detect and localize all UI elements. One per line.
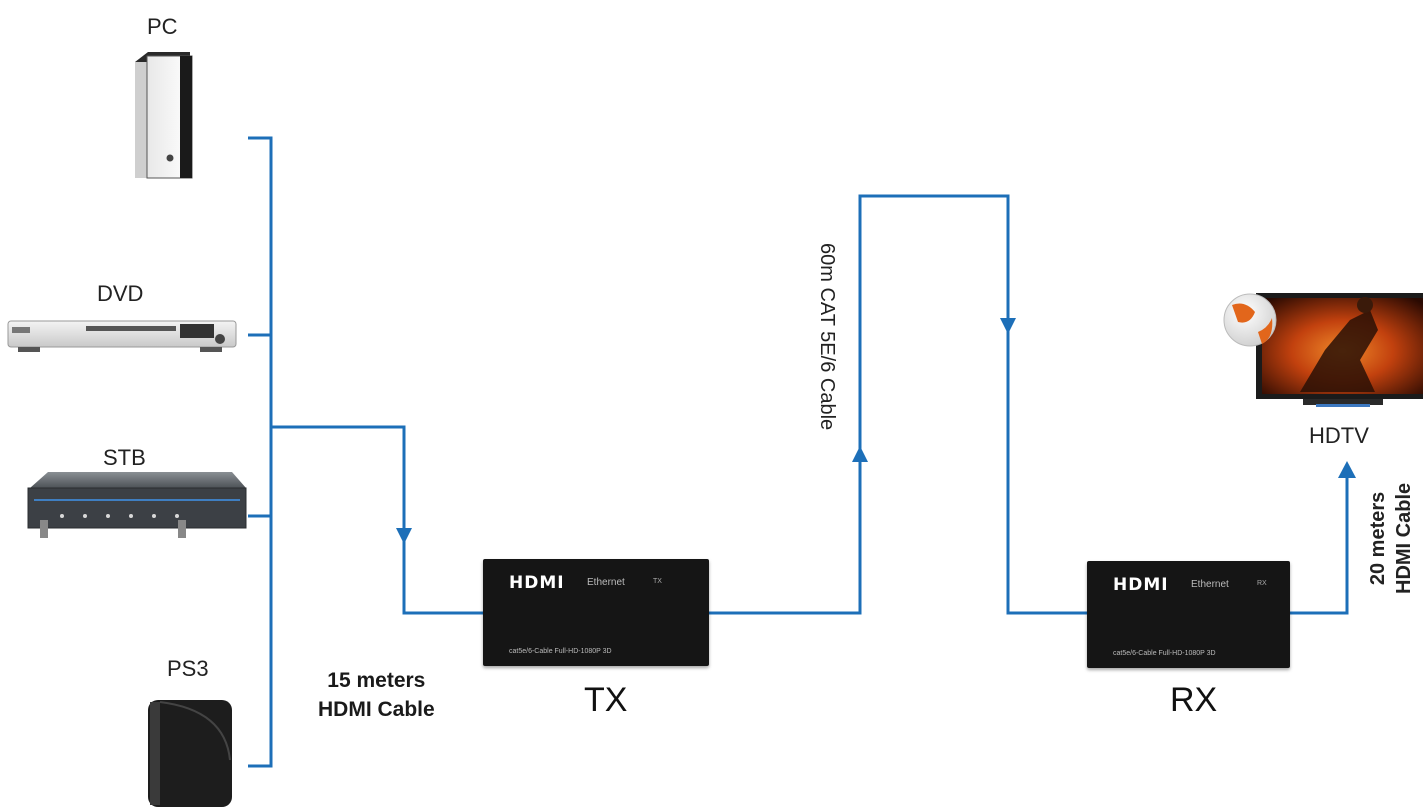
stb-label: STB xyxy=(103,445,146,470)
input-cable-type: HDMI Cable xyxy=(318,698,435,721)
output-hdmi-cable xyxy=(1290,475,1349,615)
rx-ethernet-text: Ethernet xyxy=(1191,579,1229,590)
tx-caption: TX xyxy=(584,681,628,719)
ps3-icon xyxy=(148,700,232,807)
rx-mode-text: RX xyxy=(1257,580,1267,587)
cat-cable-label: 60m CAT 5E/6 Cable xyxy=(816,243,838,431)
input-cable-label: 15 meters HDMI Cable xyxy=(318,666,435,724)
output-cable-length: 20 meters xyxy=(1367,491,1389,586)
arrow-down-input xyxy=(396,528,412,544)
arrow-down-cat xyxy=(1000,318,1016,334)
hdtv-label: HDTV xyxy=(1309,423,1369,448)
arrow-up-cat xyxy=(852,446,868,462)
tx-hdmi-logo: HDMI xyxy=(509,573,565,593)
output-cable-type: HDMI Cable xyxy=(1393,482,1415,594)
tx-mode-text: TX xyxy=(653,578,662,585)
input-cable-length: 15 meters xyxy=(327,669,426,692)
rx-footer-text: cat5e/6-Cable Full-HD-1080P 3D xyxy=(1113,650,1216,657)
stb-icon xyxy=(27,472,247,538)
hdtv-icon xyxy=(1223,293,1423,407)
arrow-up-output xyxy=(1338,461,1356,478)
input-bus xyxy=(248,136,273,768)
rx-hdmi-logo: HDMI xyxy=(1113,575,1169,595)
ps3-label: PS3 xyxy=(167,656,209,681)
tx-extender-box: HDMI Ethernet TX cat5e/6-Cable Full-HD-1… xyxy=(483,559,709,666)
cat-cable xyxy=(708,194,1087,615)
tx-footer-text: cat5e/6-Cable Full-HD-1080P 3D xyxy=(509,648,612,655)
rx-caption: RX xyxy=(1170,681,1218,719)
pc-icon xyxy=(135,52,193,179)
output-cable-label: 20 meters HDMI Cable xyxy=(1365,483,1417,594)
dvd-icon xyxy=(7,320,237,352)
tx-ethernet-text: Ethernet xyxy=(587,577,625,588)
rx-extender-box: HDMI Ethernet RX cat5e/6-Cable Full-HD-1… xyxy=(1087,561,1290,668)
input-hdmi-cable xyxy=(271,425,483,615)
dvd-label: DVD xyxy=(97,281,144,306)
pc-label: PC xyxy=(147,14,178,39)
